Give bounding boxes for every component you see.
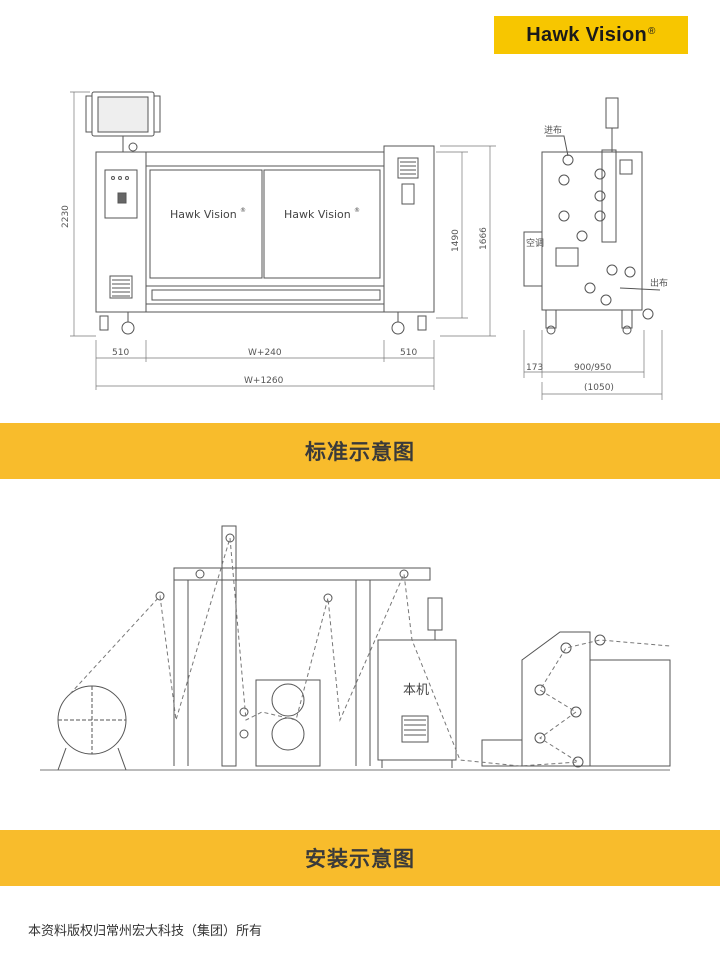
frame xyxy=(155,525,431,767)
dryer-unit xyxy=(255,679,321,767)
dim-offset: 173 xyxy=(526,363,543,373)
panel-right-reg: ® xyxy=(354,207,360,214)
install-drawing: 本机 xyxy=(40,525,671,771)
dim-height-body: 1490 xyxy=(451,229,461,252)
registered-mark: ® xyxy=(648,25,656,37)
panel-left-brand: Hawk Vision xyxy=(170,208,237,221)
side-dimension-lines xyxy=(523,330,663,400)
center-body xyxy=(145,151,385,313)
standard-drawing: Hawk Vision Hawk Vision ® ® 2230 1490 16… xyxy=(61,91,668,400)
panel-left-reg: ® xyxy=(240,207,246,214)
dim-right-module: 510 xyxy=(400,348,417,358)
left-module xyxy=(95,151,147,313)
dim-total-width: W+1260 xyxy=(244,376,284,386)
main-machine xyxy=(377,597,457,768)
side-view xyxy=(523,97,661,335)
right-module xyxy=(383,145,435,313)
fabric-roll xyxy=(57,685,127,771)
monitor-icon xyxy=(85,91,161,152)
dim-height-total: 2230 xyxy=(61,205,71,228)
machine-label: 本机 xyxy=(403,683,429,698)
dim-height-side: 1666 xyxy=(479,227,489,250)
dim-depth: 900/950 xyxy=(574,363,612,373)
label-outlet: 出布 xyxy=(650,277,668,289)
copyright-footer: 本资料版权归常州宏大科技（集团）所有 xyxy=(28,924,263,939)
standard-section-title: 标准示意图 xyxy=(0,423,720,479)
dim-center: W+240 xyxy=(248,348,282,358)
fabric-path xyxy=(69,537,671,767)
dim-total-depth: (1050) xyxy=(584,383,614,393)
right-unit xyxy=(481,631,671,768)
label-inlet: 进布 xyxy=(544,124,562,136)
label-aircon: 空调 xyxy=(526,237,544,249)
brand-name: Hawk Vision xyxy=(526,23,648,46)
front-dimension-lines xyxy=(70,91,496,390)
wheels xyxy=(99,312,427,335)
brand-logo: Hawk Vision® xyxy=(494,16,688,54)
dim-left-module: 510 xyxy=(112,348,129,358)
install-section-title: 安装示意图 xyxy=(0,830,720,886)
panel-right-brand: Hawk Vision xyxy=(284,208,351,221)
